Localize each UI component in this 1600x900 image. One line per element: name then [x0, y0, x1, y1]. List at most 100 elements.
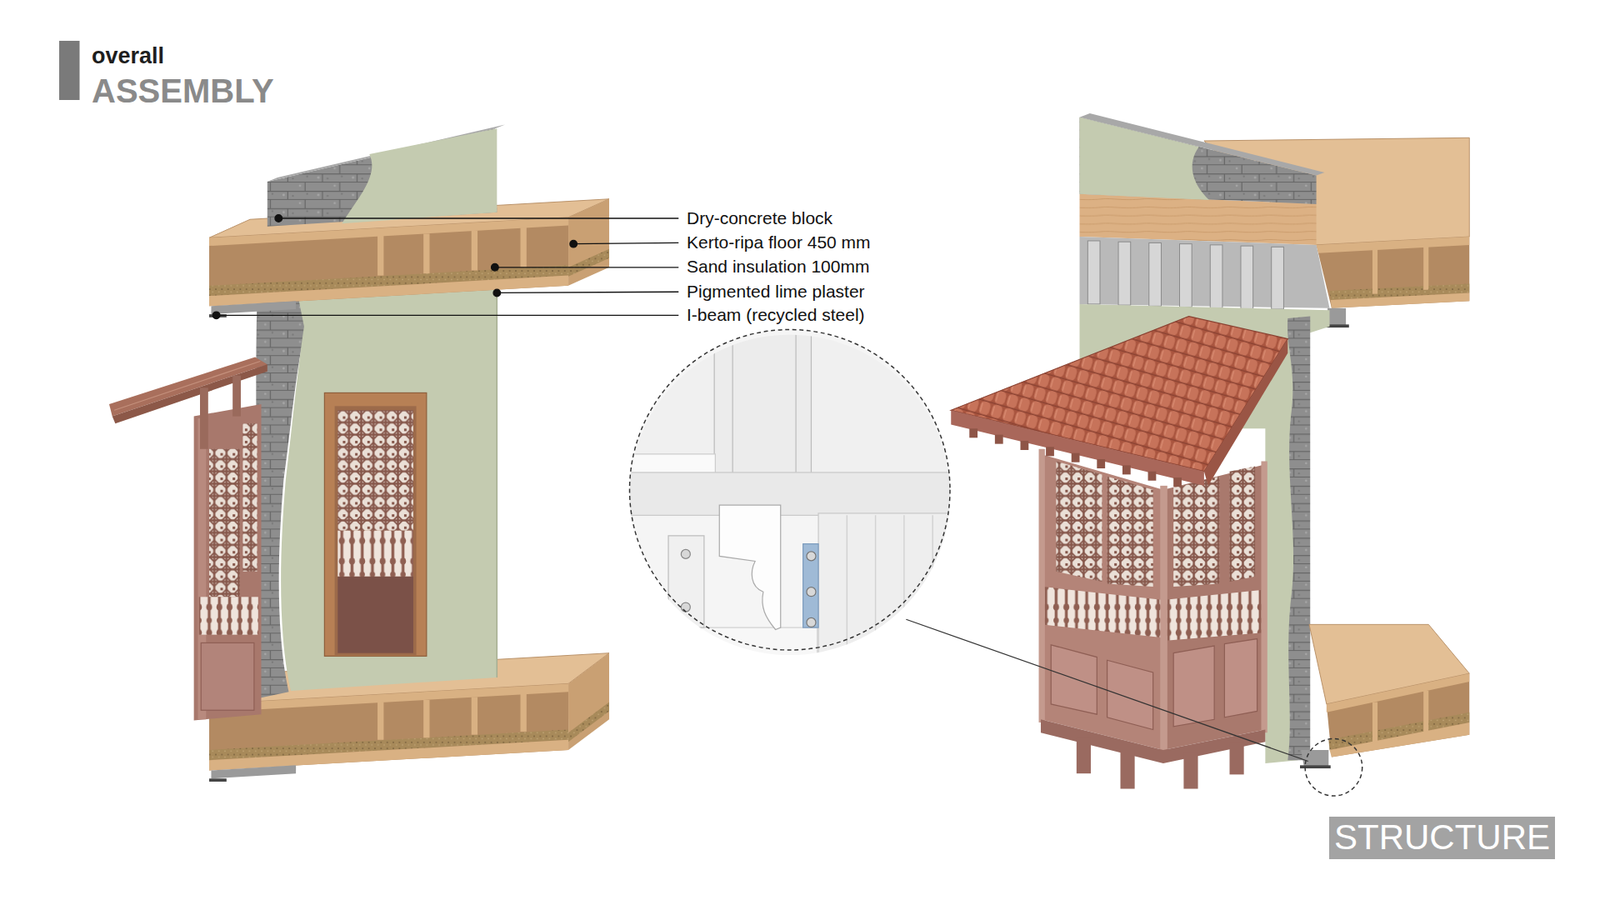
- side-mashrabiya: [209, 449, 240, 598]
- detail-magnifier: [806, 587, 816, 597]
- side-mashrabiya: [242, 423, 257, 572]
- leader-lines: [212, 215, 679, 320]
- lower-floor-slab: [210, 765, 296, 779]
- lower-floor-slab-right: [1330, 722, 1470, 758]
- part-label: Sand insulation 100mm: [686, 256, 870, 277]
- front-mashrabiya: [1050, 645, 1097, 715]
- door: [337, 410, 414, 530]
- upper-floor-slab: [520, 227, 526, 268]
- upper-floor-slab-right: [1372, 249, 1378, 295]
- upper-floor-slab-right: [1423, 245, 1429, 290]
- lower-floor-slab-right: [1326, 673, 1470, 713]
- detail-magnifier: [668, 535, 705, 628]
- upper-floor-slab-right: [1271, 246, 1285, 310]
- lower-floor-slab: [471, 696, 478, 735]
- front-mashrabiya: [1173, 645, 1215, 727]
- lower-floor-slab: [423, 700, 430, 738]
- upper-wall-right: [1080, 117, 1210, 200]
- door: [337, 576, 414, 654]
- page-title: ASSEMBLY: [91, 71, 275, 110]
- front-mashrabiya: [1040, 454, 1164, 750]
- upper-floor-slab-right: [1080, 236, 1330, 309]
- front-mashrabiya: [1076, 736, 1091, 774]
- lower-floor-slab-right: [1300, 750, 1329, 768]
- upper-floor-slab: [471, 230, 478, 271]
- upper-wall: [341, 128, 497, 224]
- side-mashrabiya: [109, 357, 268, 417]
- detail-magnifier: [806, 617, 816, 627]
- part-label: Kerto-ripa floor 450 mm: [686, 232, 871, 253]
- front-mashrabiya: [1107, 476, 1154, 587]
- title-bar: [59, 40, 80, 100]
- part-label: I-beam (recycled steel): [686, 305, 865, 325]
- lower-floor-slab-right: [1372, 701, 1378, 743]
- detail-magnifier: [818, 513, 961, 682]
- front-mashrabiya: [1230, 741, 1245, 775]
- detail-magnifier: [628, 330, 1362, 797]
- front-mashrabiya: [1055, 460, 1102, 581]
- detail-magnifier: [628, 627, 818, 689]
- lime-plaster-wall: [280, 285, 497, 691]
- tiled-roof: [950, 316, 1288, 472]
- detail-magnifier: [680, 602, 690, 612]
- front-mashrabiya: [1230, 466, 1256, 582]
- leader-lines: [491, 264, 500, 272]
- side-mashrabiya: [109, 357, 268, 721]
- tiled-roof: [1204, 339, 1288, 486]
- front-mashrabiya: [1163, 590, 1264, 641]
- upper-floor-slab-right: [1180, 244, 1193, 308]
- part-label: Pigmented lime plaster: [686, 281, 865, 302]
- upper-wall: [267, 124, 505, 226]
- detail-magnifier: [630, 330, 950, 650]
- leader-lines: [212, 311, 220, 320]
- detail-magnifier: [628, 472, 955, 515]
- front-mashrabiya: [1120, 750, 1135, 790]
- front-mashrabiya: [1039, 449, 1268, 790]
- lower-floor-slab-right: [1300, 624, 1470, 769]
- tiled-roof: [1045, 446, 1055, 456]
- tiled-roof: [1173, 477, 1182, 487]
- lime-plaster-wall-right: [1287, 316, 1310, 761]
- leader-lines: [216, 315, 680, 316]
- lower-floor-slab: [377, 701, 384, 740]
- tiled-roof: [950, 316, 1288, 487]
- leader-lines: [493, 289, 501, 297]
- front-mashrabiya: [1039, 449, 1045, 723]
- front-mashrabiya: [1224, 639, 1257, 718]
- upper-floor-slab: [568, 249, 610, 277]
- detail-magnifier: [1305, 739, 1363, 797]
- lime-plaster-wall: [496, 285, 498, 678]
- detail-magnifier: [714, 331, 811, 475]
- upper-floor-slab: [568, 199, 610, 286]
- detail-magnifier: [680, 549, 690, 559]
- front-mashrabiya: [1183, 751, 1198, 789]
- side-mashrabiya: [199, 596, 259, 635]
- detail-magnifier: [806, 551, 816, 561]
- front-mashrabiya: [1042, 586, 1163, 638]
- front-mashrabiya: [1107, 660, 1154, 730]
- badge-text: STRUCTURE: [1334, 818, 1550, 857]
- leader-lines: [573, 242, 679, 244]
- lower-floor-slab-right: [1423, 690, 1429, 732]
- upper-floor-slab: [423, 233, 430, 274]
- detail-magnifier: [803, 544, 819, 628]
- side-mashrabiya: [194, 404, 262, 721]
- detail-magnifier: [732, 331, 796, 475]
- lower-floor-slab: [209, 740, 569, 771]
- upper-wall-right: [1080, 117, 1317, 205]
- upper-floor-slab-right: [1316, 236, 1470, 309]
- detail-magnifier: [846, 515, 933, 682]
- front-mashrabiya: [1173, 476, 1220, 587]
- lower-floor-slab: [520, 694, 526, 732]
- detail-magnifier: [719, 505, 780, 630]
- side-mashrabiya: [112, 364, 268, 424]
- upper-floor-slab: [377, 235, 384, 276]
- upper-floor-slab: [209, 275, 569, 307]
- upper-floor-slab: [210, 300, 296, 315]
- tiled-roof: [1122, 465, 1131, 475]
- tiled-roof: [950, 410, 1205, 486]
- tiled-roof: [995, 435, 1004, 445]
- upper-wall: [267, 128, 498, 227]
- upper-floor-slab-right: [1316, 236, 1470, 254]
